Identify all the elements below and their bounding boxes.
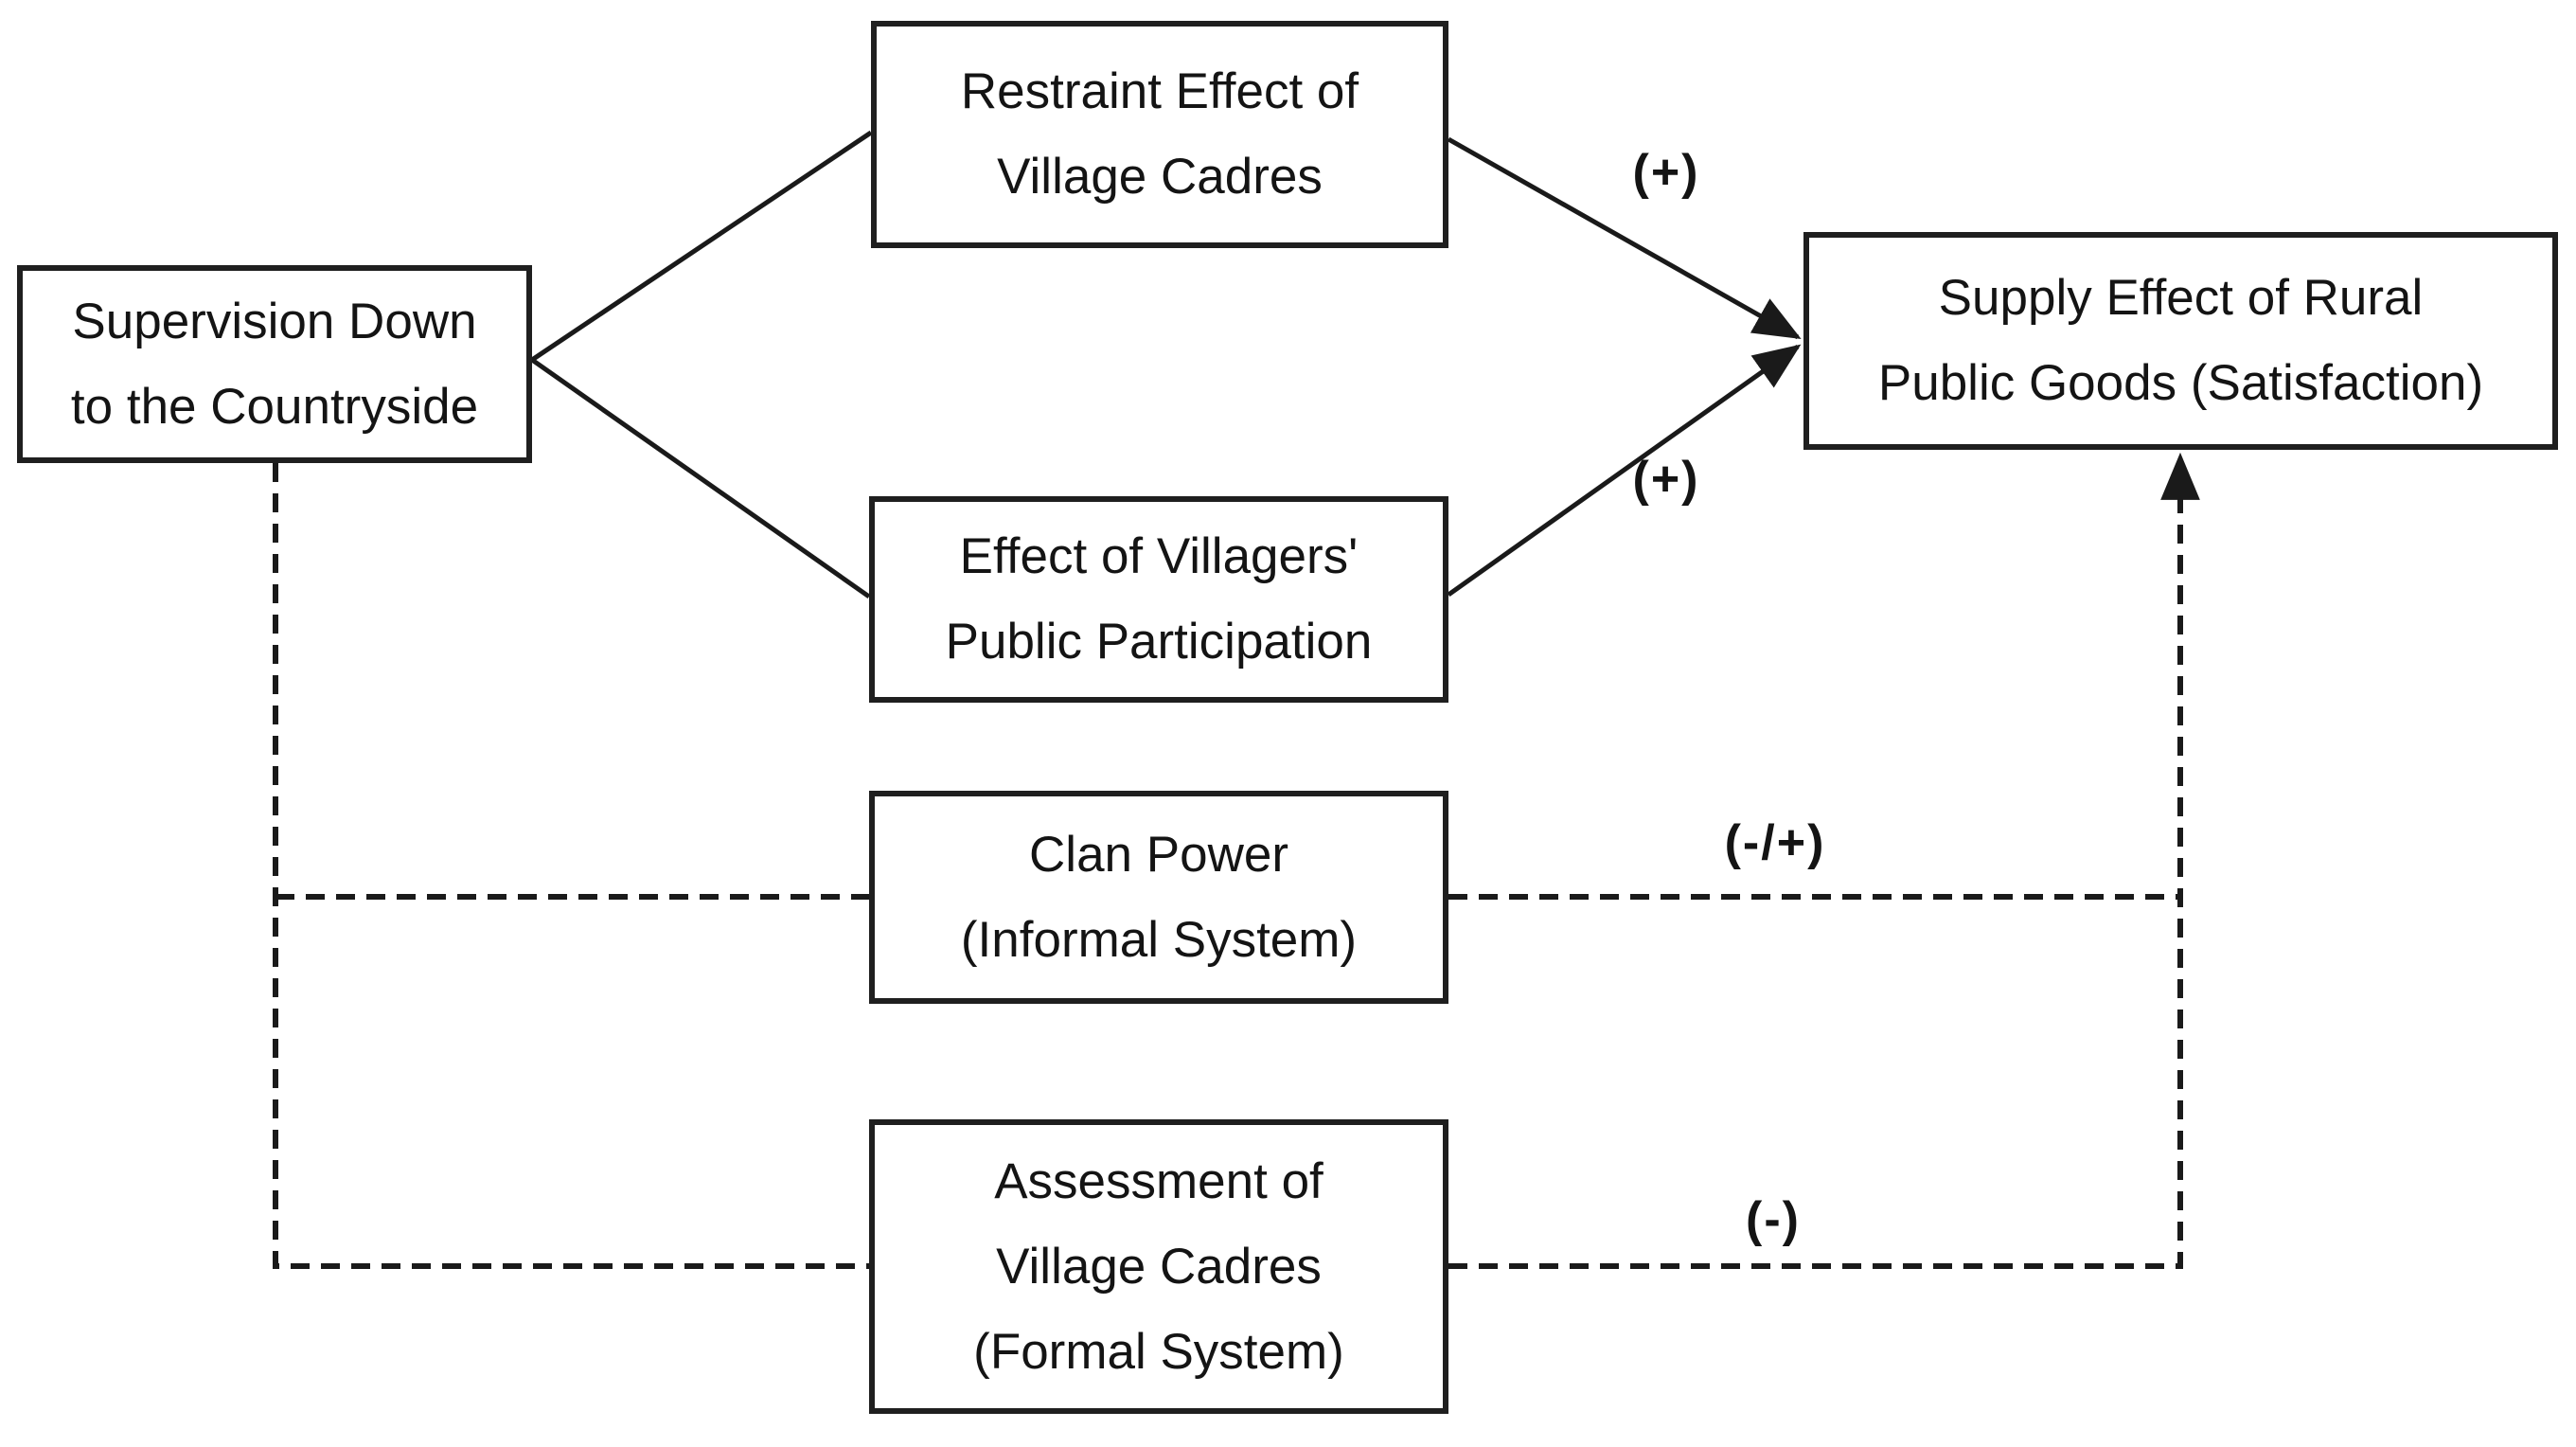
node-supervision-label: Supervision Down to the Countryside [70, 293, 479, 435]
node-restraint-label: Restraint Effect of Village Cadres [960, 63, 1359, 205]
node-assessment-label: Assessment of Village Cadres (Formal Sys… [973, 1152, 1344, 1380]
node-effect-of-villagers-public-participation: Effect of Villagers' Public Participatio… [869, 496, 1448, 703]
edge-supervision-assessment [273, 463, 869, 1269]
edge-sign-restraint-to-supply: (+) [1632, 145, 1700, 200]
edge-participation-supply [1447, 344, 1802, 598]
node-clan-label: Clan Power (Informal System) [960, 826, 1358, 968]
node-clan-power-informal-system: Clan Power (Informal System) [869, 791, 1448, 1004]
edge-supervision-restraint [530, 130, 873, 363]
edge-sign-assessment-to-supply: (-) [1746, 1192, 1801, 1247]
node-assessment-of-village-cadres-formal-system: Assessment of Village Cadres (Formal Sys… [869, 1119, 1448, 1414]
node-supply-label: Supply Effect of Rural Public Goods (Sat… [1877, 270, 2484, 411]
edge-restraint-supply [1447, 136, 1802, 340]
node-supply-effect-of-rural-public-goods: Supply Effect of Rural Public Goods (Sat… [1803, 232, 2558, 450]
edge-supervision-participation [530, 357, 871, 599]
edge-sign-participation-to-supply: (+) [1632, 452, 1700, 507]
node-participation-label: Effect of Villagers' Public Participatio… [945, 528, 1373, 670]
edge-sign-clan-to-supply: (-/+) [1724, 815, 1826, 870]
node-restraint-effect-of-village-cadres: Restraint Effect of Village Cadres [871, 21, 1448, 248]
edge-assessment-supply [1448, 452, 2200, 1269]
node-supervision-down-to-countryside: Supervision Down to the Countryside [17, 265, 532, 463]
